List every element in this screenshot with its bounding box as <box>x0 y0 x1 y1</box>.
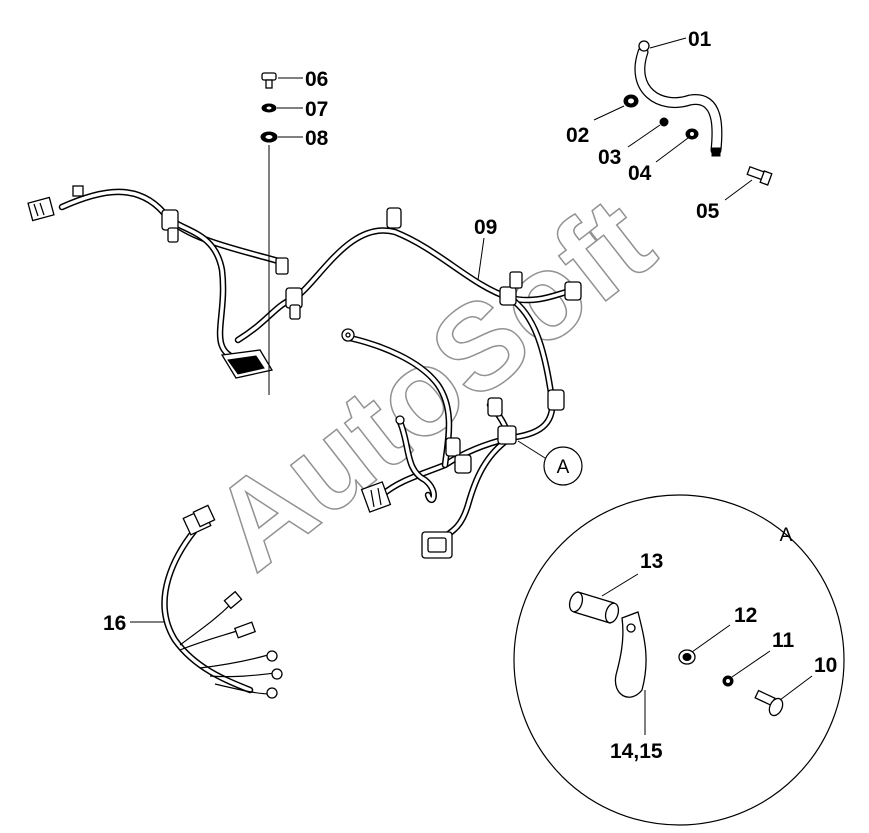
bolt-06 <box>261 72 277 89</box>
washer-12 <box>678 649 696 665</box>
sub-harness-16 <box>161 504 283 699</box>
label-08: 08 <box>305 127 329 150</box>
harness-connector-center <box>360 481 392 513</box>
label-03: 03 <box>598 146 621 169</box>
detail-view-circle <box>513 494 845 826</box>
clamp-14-15 <box>614 611 647 698</box>
detail-view-label: A <box>780 525 793 546</box>
label-16: 16 <box>103 612 126 635</box>
harness-connector-left <box>27 185 84 222</box>
label-14-15: 14,15 <box>610 740 663 763</box>
sleeve-13 <box>568 591 620 624</box>
nut-04 <box>685 128 699 140</box>
washer-08 <box>260 131 278 143</box>
label-01: 01 <box>688 28 712 51</box>
label-05: 05 <box>696 200 720 223</box>
harness-connector-bottom <box>421 531 453 559</box>
label-06: 06 <box>305 68 328 91</box>
label-10: 10 <box>814 654 837 677</box>
harness-clip <box>161 207 582 474</box>
label-13: 13 <box>640 550 663 573</box>
washer-11 <box>722 675 734 687</box>
label-12: 12 <box>734 604 757 627</box>
bolt-10 <box>754 689 784 717</box>
svg-text:A: A <box>557 457 570 478</box>
washer-07 <box>261 103 277 113</box>
label-07: 07 <box>305 98 328 121</box>
ring-terminal <box>341 328 405 425</box>
washer-03 <box>659 117 669 127</box>
relay-box <box>220 257 289 379</box>
detail-callout: A <box>517 440 583 486</box>
cable-01 <box>634 40 723 157</box>
leader-lines <box>130 37 813 735</box>
part-labels: 01 02 03 04 05 06 07 08 09 10 11 12 13 1… <box>103 28 837 763</box>
nut-02 <box>623 94 639 108</box>
label-09: 09 <box>474 216 497 239</box>
label-04: 04 <box>628 162 652 185</box>
label-02: 02 <box>566 124 589 147</box>
bolt-05 <box>746 165 773 186</box>
label-11: 11 <box>772 629 795 652</box>
